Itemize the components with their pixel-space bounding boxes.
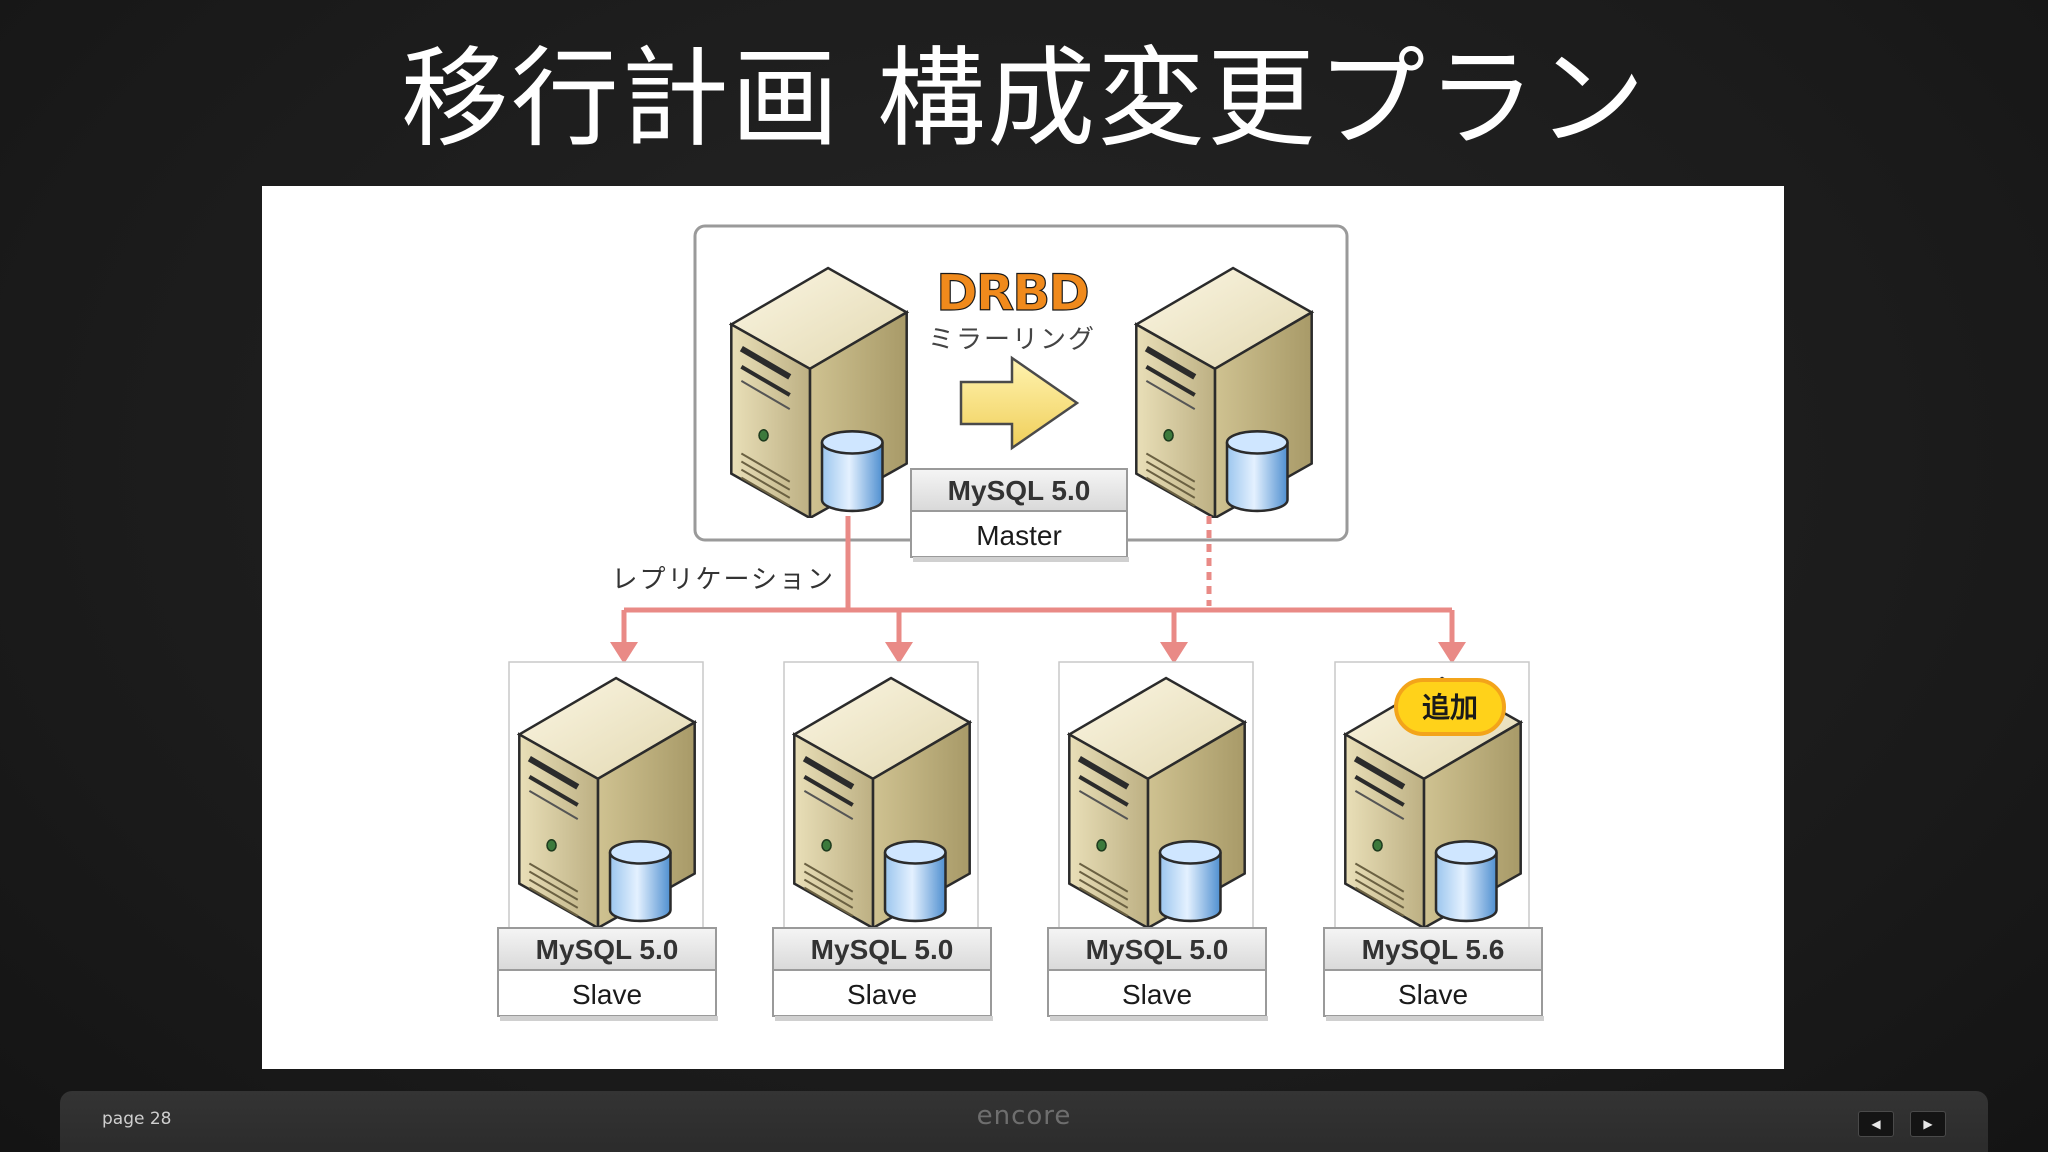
slave-1-version: MySQL 5.0 — [536, 934, 679, 965]
replication-lines — [621, 516, 1455, 649]
master-version: MySQL 5.0 — [948, 475, 1091, 506]
slide-title: 移行計画 構成変更プラン — [400, 37, 1648, 162]
slave-1-role: Slave — [572, 979, 642, 1010]
page-indicator: page 28 — [102, 1109, 172, 1129]
added-badge: 追加 — [1394, 678, 1506, 736]
replication-arrowheads — [610, 642, 1466, 664]
prev-slide-button[interactable]: ◀ — [1858, 1111, 1894, 1137]
slave-node-3: MySQL 5.0 Slave — [1047, 661, 1268, 1021]
brand-logo: encore — [976, 1101, 1072, 1131]
slave-node-2: MySQL 5.0 Slave — [772, 661, 993, 1021]
slave-3-version: MySQL 5.0 — [1086, 934, 1229, 965]
architecture-diagram: DRBD ミラーリング MySQL 5.0 Master — [262, 186, 1784, 1069]
viewer-toolbar: page 28 encore ◀ ▶ — [60, 1091, 1988, 1152]
next-slide-button[interactable]: ▶ — [1910, 1111, 1946, 1137]
slave-2-version: MySQL 5.0 — [811, 934, 954, 965]
triangle-left-icon: ◀ — [1871, 1117, 1881, 1131]
triangle-right-icon: ▶ — [1923, 1117, 1933, 1131]
slave-4-version: MySQL 5.6 — [1362, 934, 1505, 965]
slave-2-role: Slave — [847, 979, 917, 1010]
master-role: Master — [976, 520, 1062, 551]
slave-3-role: Slave — [1122, 979, 1192, 1010]
replication-label: レプリケーション — [612, 565, 835, 595]
slave-node-1: MySQL 5.0 Slave — [497, 661, 718, 1021]
drbd-logo: DRBD — [936, 264, 1088, 322]
mirroring-arrow-icon — [959, 355, 1080, 451]
slave-4-role: Slave — [1398, 979, 1468, 1010]
added-badge-label: 追加 — [1422, 691, 1478, 724]
master-label: MySQL 5.0 Master — [910, 468, 1129, 562]
mirroring-label: ミラーリング — [928, 325, 1096, 355]
